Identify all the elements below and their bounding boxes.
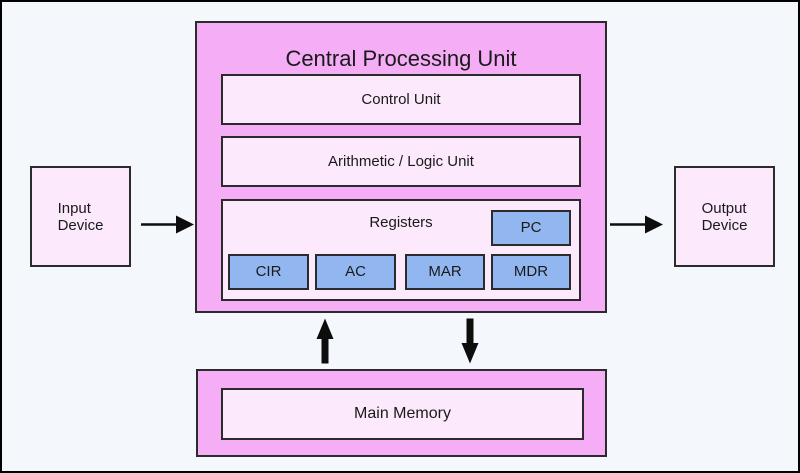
cir-register-box: CIR	[228, 254, 309, 290]
cpu-box: Central Processing Unit Control Unit Ari…	[195, 21, 607, 313]
control-unit-label: Control Unit	[361, 90, 441, 108]
input-to-cpu-right-arrow-icon	[141, 215, 194, 234]
main-memory-inner-box: Main Memory	[221, 388, 584, 440]
mar-register-label: MAR	[428, 263, 462, 281]
ac-register-label: AC	[345, 263, 366, 281]
pc-register-label: PC	[520, 219, 542, 237]
input-device-label: Input Device	[57, 199, 104, 234]
cpu-title: Central Processing Unit	[285, 46, 517, 71]
registers-box: Registers PC CIR AC MAR MDR	[221, 199, 581, 301]
registers-label: Registers	[369, 214, 433, 231]
control-unit-box: Control Unit	[221, 74, 581, 125]
output-device-label: Output Device	[701, 199, 748, 234]
main-memory-box: Main Memory	[196, 369, 607, 457]
main-memory-label: Main Memory	[354, 405, 451, 422]
output-device-box: Output Device	[674, 166, 775, 267]
ac-register-box: AC	[315, 254, 396, 290]
pc-register-box: PC	[491, 210, 571, 246]
cpu-to-memory-thick-down-arrow-icon	[461, 318, 479, 364]
mdr-register-box: MDR	[491, 254, 571, 290]
cpu-to-output-right-arrow-icon	[610, 215, 663, 234]
mar-register-box: MAR	[405, 254, 485, 290]
alu-label: Arithmetic / Logic Unit	[328, 152, 474, 170]
alu-box: Arithmetic / Logic Unit	[221, 136, 581, 187]
input-device-box: Input Device	[30, 166, 131, 267]
memory-to-cpu-thick-up-arrow-icon	[316, 318, 334, 364]
cir-register-label: CIR	[255, 263, 282, 281]
mdr-register-label: MDR	[513, 263, 549, 281]
